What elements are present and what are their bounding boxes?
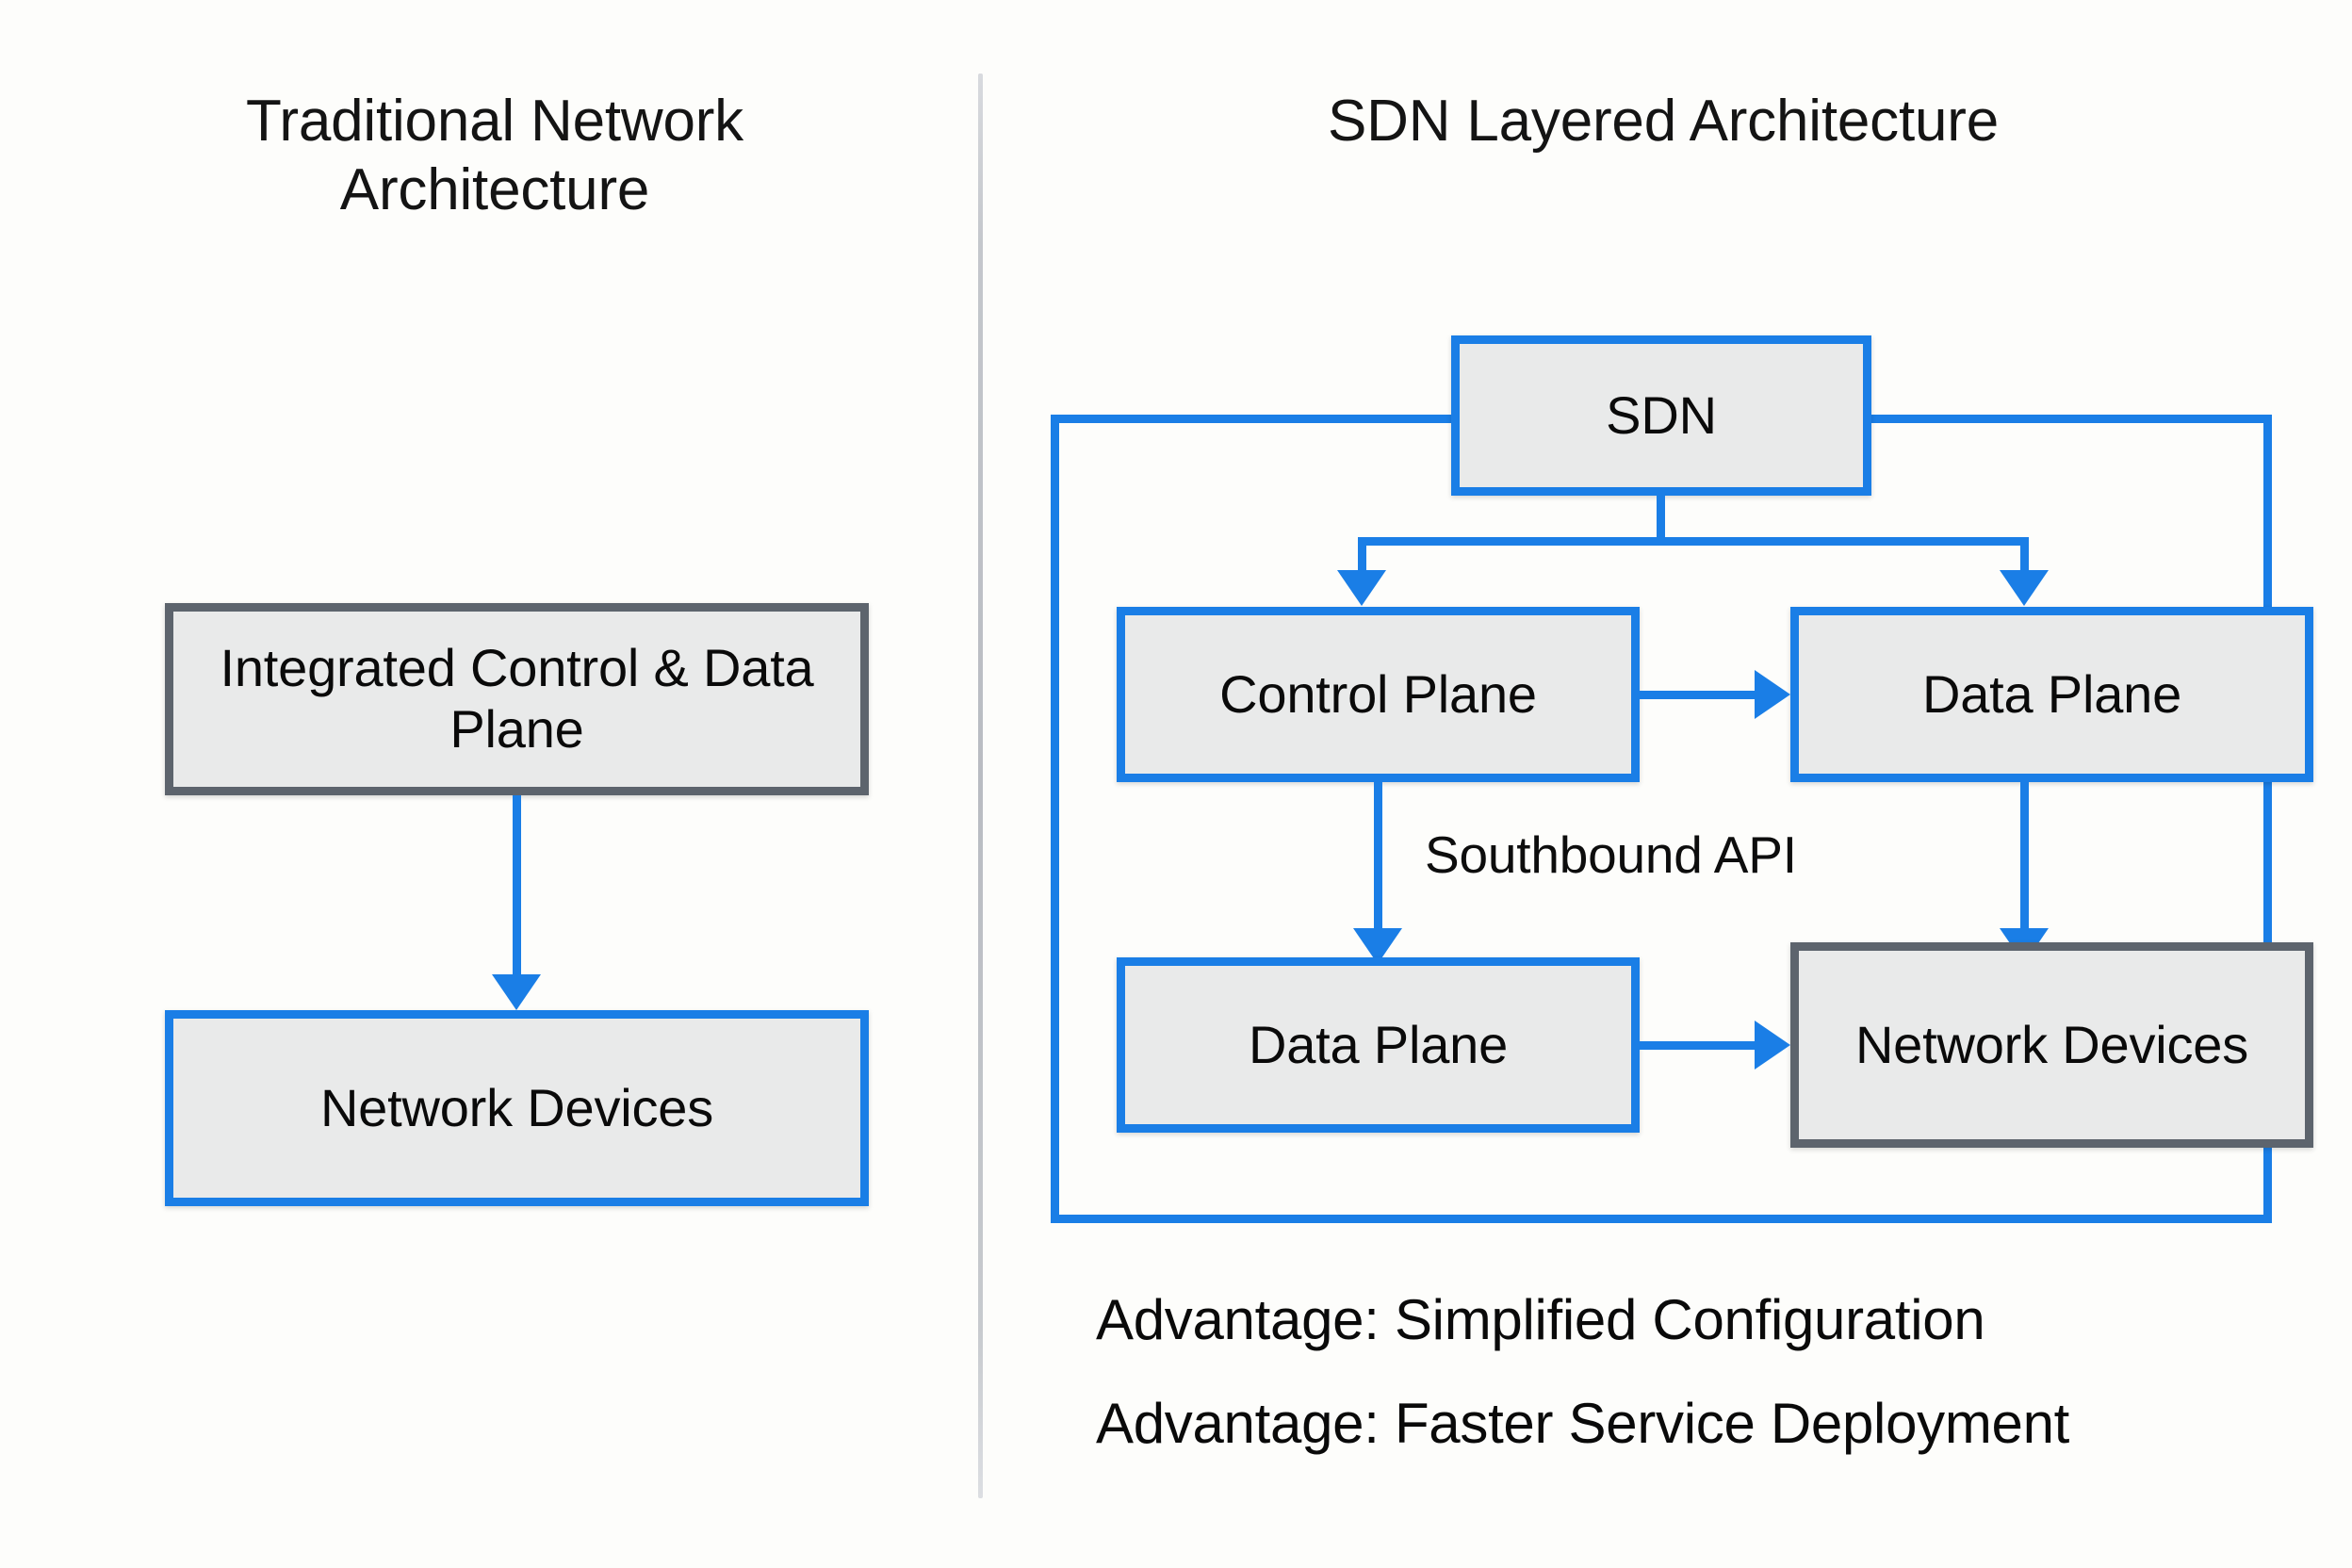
connector-southbound-api-line [1374,782,1382,931]
node-data-plane-top[interactable]: Data Plane [1790,607,2313,782]
connector-dataplane-to-devices-arrowhead [1755,1021,1790,1070]
left-panel-title: Traditional Network Architecture [246,89,743,223]
connector-control-to-data-line [1640,691,1756,699]
connector-sdn-branch-stem [1657,496,1665,541]
node-sdn[interactable]: SDN [1451,335,1871,496]
node-network-devices-sdn[interactable]: Network Devices [1790,942,2313,1148]
right-panel-title: SDN Layered Architecture [1328,89,1999,154]
advantage-line-1: Advantage: Simplified Configuration [1096,1288,1985,1351]
edge-label-southbound-api: Southbound API [1425,825,1797,884]
node-label: Integrated Control & Data Plane [220,638,814,759]
connector-integrated-to-devices-arrowhead [492,974,541,1010]
connector-sdn-branch-bar [1358,537,2029,546]
connector-integrated-to-devices-line [513,795,521,976]
node-data-plane-bottom[interactable]: Data Plane [1117,957,1640,1133]
panel-divider [978,74,983,1498]
connector-sdn-to-control-plane-line [1358,537,1366,575]
node-label: Data Plane [1921,663,2182,724]
node-label: Network Devices [1854,1014,2249,1074]
node-network-devices-traditional[interactable]: Network Devices [165,1010,869,1206]
advantage-line-2: Advantage: Faster Service Deployment [1096,1392,2070,1455]
node-label: Data Plane [1248,1014,1509,1074]
node-control-plane[interactable]: Control Plane [1117,607,1640,782]
node-label: Network Devices [319,1077,714,1137]
connector-sdn-to-data-plane-line [2020,537,2029,575]
connector-dataplane-to-devices-line [1640,1041,1756,1050]
node-label: Control Plane [1219,663,1537,724]
connector-control-to-data-arrowhead [1755,670,1790,719]
node-integrated-control-data-plane[interactable]: Integrated Control & Data Plane [165,603,869,795]
connector-sdn-to-data-plane-arrowhead [2000,570,2049,606]
node-label: SDN [1606,384,1717,445]
connector-sdn-to-control-plane-arrowhead [1337,570,1386,606]
connector-data-to-devices-line [2020,782,2029,931]
